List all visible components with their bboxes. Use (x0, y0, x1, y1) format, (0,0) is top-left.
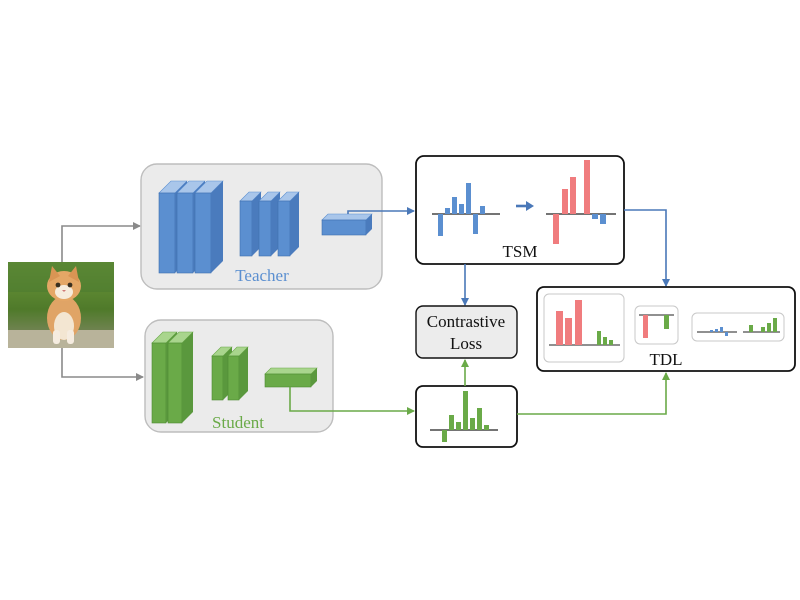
tsm-label: TSM (503, 242, 538, 261)
tdl-bar (725, 332, 728, 336)
input-image (8, 262, 114, 348)
tdl-bar (609, 340, 613, 345)
arrow-image-to-teacher (61, 222, 141, 262)
tdl-subpanel-3 (691, 312, 785, 342)
tdl-bar (597, 331, 601, 345)
tdl-bar (720, 327, 723, 332)
tdl-bar (565, 318, 572, 345)
softened-logit-bar (562, 189, 568, 214)
tdl-bar (773, 318, 777, 332)
student-logit-bar (449, 415, 454, 430)
tdl-label: TDL (649, 350, 682, 369)
tdl-bar (643, 315, 648, 338)
teacher-conv-block-medium (239, 191, 300, 257)
teacher-logit-bar (480, 206, 485, 214)
tsm-module: TSM (415, 155, 625, 265)
softened-logit-bar (592, 214, 598, 219)
teacher-logit-bar (452, 197, 457, 214)
tdl-bar (556, 311, 563, 345)
tdl-bar (603, 337, 607, 345)
softened-logit-bar (584, 160, 590, 214)
teacher-label: Teacher (235, 266, 289, 285)
student-logit-bar (470, 418, 475, 430)
student-logits-box (415, 385, 518, 448)
teacher-logit-bar (438, 214, 443, 236)
student-network: Student (144, 319, 334, 433)
teacher-output-layer (321, 213, 373, 236)
tdl-bar (715, 329, 718, 332)
tdl-bar (767, 323, 771, 332)
student-output-layer (264, 367, 318, 388)
student-logit-bar (477, 408, 482, 430)
student-logit-bar (456, 422, 461, 430)
softened-logit-bar (570, 177, 576, 214)
teacher-logit-bar (445, 208, 450, 214)
teacher-logit-bar (459, 204, 464, 214)
teacher-logit-bar (473, 214, 478, 234)
student-logit-bar (484, 425, 489, 430)
teacher-network: Teacher (140, 163, 383, 290)
right-arrow-icon (516, 201, 534, 211)
softened-logit-bar (553, 214, 559, 244)
arrow-teacher-to-tsm (347, 207, 415, 215)
tdl-bar (761, 327, 765, 332)
tdl-subpanel-2 (634, 305, 679, 345)
tdl-subpanel-1 (543, 293, 625, 363)
contrastive-loss-line2: Loss (450, 334, 482, 353)
arrow-student-to-logits (289, 387, 415, 415)
contrastive-loss-line1: Contrastive (427, 312, 505, 331)
teacher-logits-histogram (432, 183, 500, 236)
tdl-bar (575, 300, 582, 345)
softened-logits-histogram (546, 160, 616, 244)
student-conv-block-medium (211, 346, 249, 401)
tdl-bar (664, 315, 669, 329)
tdl-module: TDL (536, 286, 796, 372)
contrastive-loss-box: Contrastive Loss (415, 305, 518, 359)
softened-logit-bar (600, 214, 606, 224)
student-logit-bar (442, 430, 447, 442)
arrow-student-logits-to-tdl (517, 372, 670, 415)
teacher-conv-block-large (158, 180, 224, 274)
student-logit-bar (463, 391, 468, 430)
tdl-bar (749, 325, 753, 332)
tdl-bar (710, 330, 713, 332)
arrow-image-to-student (61, 348, 144, 381)
student-conv-block-large (151, 331, 194, 424)
teacher-logit-bar (466, 183, 471, 214)
arrow-tsm-to-tdl (624, 209, 670, 287)
student-label: Student (212, 413, 264, 432)
